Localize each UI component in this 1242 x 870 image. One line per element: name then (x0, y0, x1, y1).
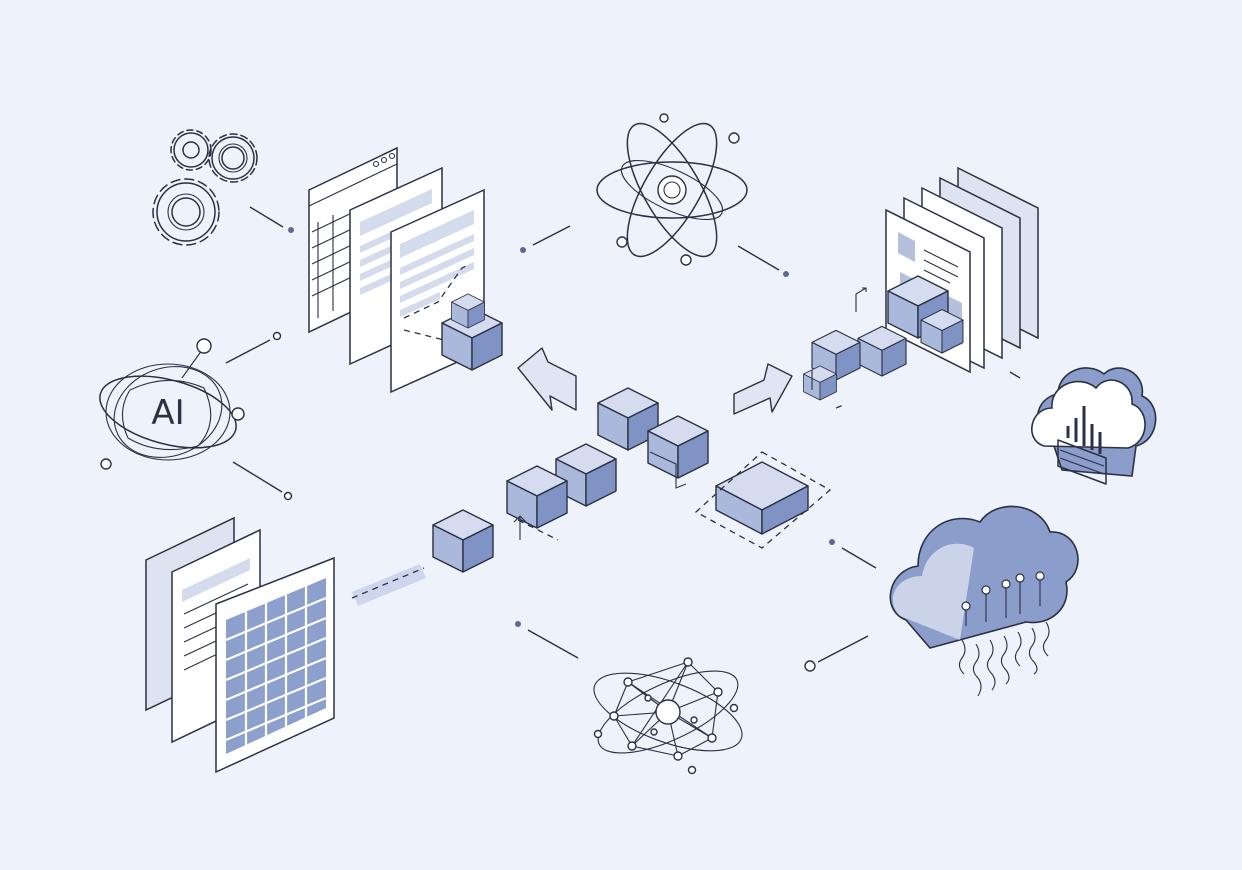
cube-arrow-icon (351, 347, 832, 606)
connector-line (249, 206, 284, 228)
connector-dot (515, 621, 521, 627)
connector-line (737, 245, 780, 271)
connector-line (232, 461, 283, 493)
connector-line (817, 635, 869, 663)
connector-line (841, 547, 877, 569)
cloud-analytics-icon (1009, 367, 1157, 485)
spreadsheet-stack-icon (145, 516, 335, 774)
ai-label: AI (151, 393, 184, 433)
connector-line (225, 339, 271, 364)
gears-icon (152, 129, 258, 246)
cloud-network-icon (889, 505, 1079, 697)
connector-line (527, 629, 579, 659)
neural-network-icon (593, 657, 743, 775)
connector-node (804, 660, 816, 672)
atom-icon (596, 113, 748, 266)
connector-dot (288, 227, 294, 233)
connector-node (272, 331, 282, 341)
ai-orbit-icon: AI (99, 338, 245, 470)
documents-stack-icon (308, 146, 503, 394)
cube-cluster (803, 325, 907, 409)
connector-dot (783, 271, 789, 277)
connector-node (283, 491, 293, 501)
connector-dot (829, 539, 835, 545)
slab-cube (694, 451, 832, 549)
connector-dot (520, 247, 526, 253)
documents-stack-icon (855, 166, 1039, 374)
connector-line (532, 225, 571, 246)
